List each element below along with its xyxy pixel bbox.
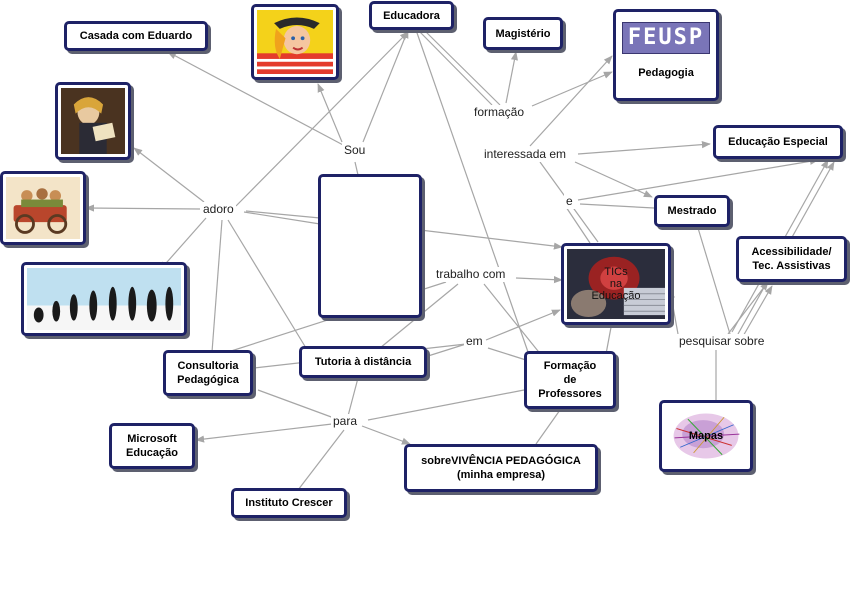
tics-caption-line-1: TICs — [604, 266, 628, 278]
link-label-adoro: adoro — [201, 202, 236, 217]
antique-car-cartoon-icon — [6, 177, 80, 239]
feusp-logo: FEUSP — [622, 22, 710, 54]
tics-photo-icon — [567, 249, 665, 319]
link-label-para: para — [331, 414, 360, 429]
node-label: Pedagogia — [638, 67, 694, 79]
woman-reading-painting-icon — [61, 88, 125, 154]
node-magisterio[interactable]: Magistério — [483, 17, 563, 50]
link-label-pesquisar-sobre: pesquisar sobre — [677, 334, 767, 349]
node-instituto-crescer[interactable]: Instituto Crescer — [231, 488, 347, 518]
node-mapas[interactable]: Mapas — [659, 400, 753, 472]
link-label-e: e — [564, 194, 575, 209]
node-antique-car[interactable] — [0, 171, 86, 245]
node-pirate-girl[interactable] — [251, 4, 339, 80]
node-label-line-2: de — [563, 374, 577, 386]
node-label: Educadora — [383, 9, 440, 22]
link-label-formacao: formação — [472, 105, 527, 120]
node-label-line-1: Microsoft — [127, 433, 177, 445]
pirate-girl-cartoon-icon — [257, 10, 333, 74]
node-educacao-especial[interactable]: Educação Especial — [713, 125, 843, 159]
feusp-logo-text: FEUSP — [627, 25, 705, 50]
node-label-line-1: Formação — [543, 360, 597, 372]
human-evolution-illustration-icon — [27, 268, 181, 330]
node-human-evolution[interactable] — [21, 262, 187, 336]
node-label: Tutoria à distância — [314, 356, 412, 368]
node-formacao-de-professores[interactable]: Formação de Professores — [524, 351, 616, 409]
node-tutoria-a-distancia[interactable]: Tutoria à distância — [299, 346, 427, 378]
tics-caption: TICs na Educação — [564, 266, 668, 302]
node-consultoria-pedagogica[interactable]: Consultoria Pedagógica — [163, 350, 253, 396]
node-label-line-1: Consultoria — [177, 360, 239, 372]
link-label-sou: Sou — [342, 143, 368, 158]
node-mestrado[interactable]: Mestrado — [654, 195, 730, 227]
node-label: Mestrado — [667, 205, 717, 217]
central-concept-node[interactable] — [318, 174, 422, 318]
node-label: Instituto Crescer — [245, 497, 333, 509]
node-tics-na-educacao[interactable]: TICs na Educação — [561, 243, 671, 325]
node-label: Magistério — [495, 27, 551, 40]
node-label: Mapas — [688, 430, 724, 442]
node-label-line-2: Educação — [126, 447, 178, 459]
node-microsoft-educacao[interactable]: Microsoft Educação — [109, 423, 195, 469]
node-woman-reading[interactable] — [55, 82, 131, 160]
node-label-line-3: Professores — [538, 388, 602, 400]
node-casada-com-eduardo[interactable]: Casada com Eduardo — [64, 21, 208, 51]
tics-caption-line-2: na — [609, 278, 623, 290]
link-label-interessada-em: interessada em — [482, 147, 569, 162]
node-label: Educação Especial — [728, 136, 828, 148]
node-label: Casada com Eduardo — [79, 30, 193, 42]
node-label-line-2: (minha empresa) — [456, 469, 546, 481]
node-educadora[interactable]: Educadora — [369, 1, 454, 30]
node-label-line-2: Pedagógica — [177, 374, 239, 386]
node-sobrevivencia-pedagogica[interactable]: sobreVIVÊNCIA PEDAGÓGICA (minha empresa) — [404, 444, 598, 492]
mind-map-network-icon — [665, 406, 747, 466]
link-label-trabalho-com: trabalho com — [434, 267, 508, 282]
node-pedagogia[interactable]: FEUSP Pedagogia — [613, 9, 719, 101]
tics-caption-line-3: Educação — [591, 290, 641, 302]
node-label-line-2: Tec. Assistivas — [752, 260, 831, 272]
link-label-em: em — [464, 334, 485, 349]
node-acessibilidade[interactable]: Acessibilidade/ Tec. Assistivas — [736, 236, 847, 282]
node-label-line-1: sobreVIVÊNCIA PEDAGÓGICA — [421, 455, 581, 467]
node-label-line-1: Acessibilidade/ — [751, 246, 832, 258]
